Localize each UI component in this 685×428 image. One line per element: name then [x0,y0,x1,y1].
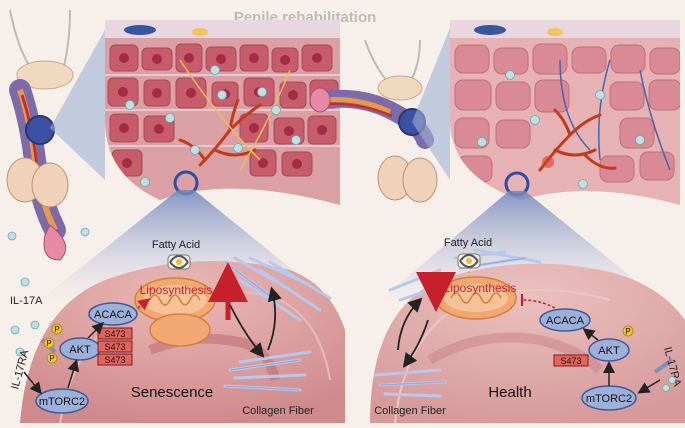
arrow-receptor-to-mtorc2-right [637,379,661,394]
arrow-akt-to-acaca-right [582,328,599,341]
phospho-badge-left-2 [43,337,55,349]
signaling-left: IL-17A IL-17RA ACACA AKT mTORC2 P P P S4… [7,227,151,414]
mtorc2-label-left: mTORC2 [39,396,85,408]
collagen-fiber-label-right: Collagen Fiber [374,405,446,417]
s473-label-right: S473 [560,356,581,366]
phospho-badge-left-1 [51,323,63,335]
arrow-akt-to-acaca [87,321,105,339]
tissue-section-right [450,20,680,205]
fatty-acid-label-right: Fatty Acid [444,237,492,249]
il17a-label: IL-17A [10,295,43,307]
il17a-particles [7,227,90,357]
phospho-label-left-1: P [54,325,59,334]
mitochondria-left-2 [149,313,211,347]
acaca-label-right: ACACA [546,315,585,327]
s473-box-right [553,354,589,367]
phospho-label-left-3: P [49,354,54,363]
cycle-arrows-left [229,286,282,358]
phospho-badge-right [622,325,634,337]
liposynthesis-label-right: Liposynthesis [444,281,517,295]
liposynthesis-label-left: Liposynthesis [140,283,213,297]
mtorc2-label-right: mTORC2 [586,393,632,405]
acaca-label-left: ACACA [94,309,133,321]
s473-box-left-3 [97,353,133,366]
s473-label-left-1: S473 [104,329,125,339]
phospho-label-right: P [625,327,630,336]
collagen-fiber-label-left: Collagen Fiber [242,405,314,417]
cycle-arrows-right [397,297,429,368]
acaca-node-right [539,308,591,332]
akt-label-left: AKT [69,344,91,356]
state-label-senescence: Senescence [131,384,214,401]
s473-label-left-3: S473 [104,355,125,365]
phospho-label-left-2: P [46,339,51,348]
zoom-wedge-right [412,28,450,180]
state-label-health: Health [488,384,531,401]
tissue-section-left [105,20,340,205]
phospho-badge-left-3 [46,352,58,364]
s473-label-left-2: S473 [104,342,125,352]
anatomy-left [6,9,74,261]
inhibit-acaca-to-lipo [521,299,556,309]
receptor-right [653,358,674,374]
arrow-receptor-to-mtorc2 [23,371,42,395]
s473-box-left-2 [97,340,133,353]
zoom-wedge-left [50,30,105,180]
dashed-acaca-to-lipo [137,298,151,311]
acaca-node-left [88,302,138,326]
mtorc2-node-left [35,388,89,414]
fatty-acid-label-left: Fatty Acid [152,239,200,251]
arrow-mtorc2-to-akt [67,359,80,389]
akt-label-right: AKT [598,345,620,357]
